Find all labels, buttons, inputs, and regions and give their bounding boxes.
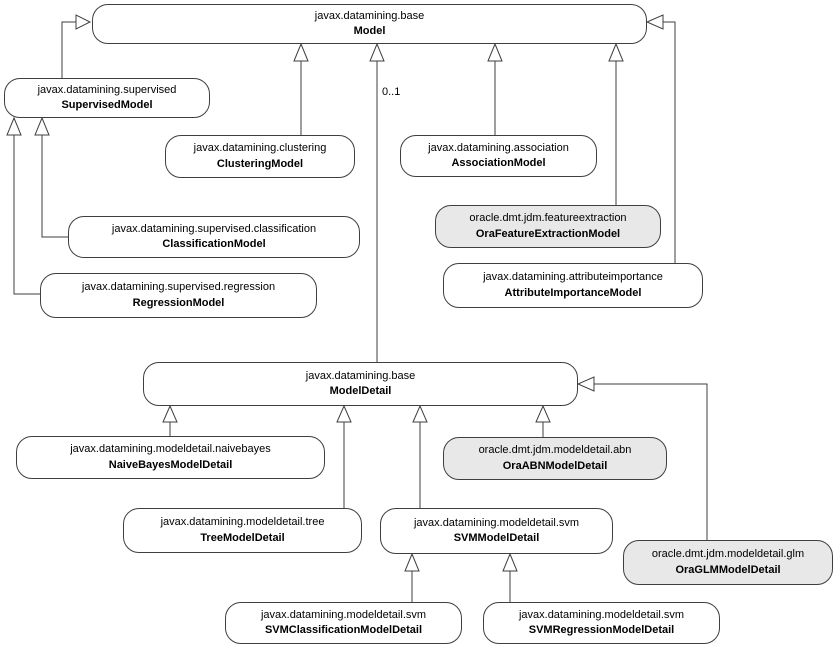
node-svm-classification-model-detail-class: SVMClassificationModelDetail: [264, 624, 423, 636]
edge-svmregressionmodeldetail-to-svmmodeldetail: [502, 552, 518, 602]
edge-svmmodeldetail-to-modeldetail: [412, 404, 428, 508]
node-classification-model: javax.datamining.supervised.classificati…: [68, 216, 360, 258]
node-tree-model-detail-class: TreeModelDetail: [200, 531, 285, 544]
edge-classificationmodel-to-supervisedmodel: [34, 116, 68, 238]
edge-attributeimportancemodel-to-model: [645, 14, 676, 263]
node-svm-classification-model-detail-package: javax.datamining.modeldetail.svm: [260, 608, 427, 621]
node-regression-model-package: javax.datamining.supervised.regression: [81, 281, 276, 294]
node-svm-regression-model-detail-class: SVMRegressionModelDetail: [528, 624, 675, 636]
node-tree-model-detail-package: javax.datamining.modeldetail.tree: [160, 516, 325, 529]
node-ora-abn-model-detail: oracle.dmt.jdm.modeldetail.abn OraABNMod…: [443, 437, 667, 480]
multiplicity-label: 0..1: [381, 86, 402, 98]
node-ora-glm-model-detail: oracle.dmt.jdm.modeldetail.glm OraGLMMod…: [623, 540, 833, 585]
node-model-detail-class: ModelDetail: [329, 385, 392, 397]
edge-oraabnmodeldetail-to-modeldetail: [535, 404, 551, 437]
node-clustering-model: javax.datamining.clustering ClusteringMo…: [165, 135, 355, 178]
node-svm-regression-model-detail: javax.datamining.modeldetail.svm SVMRegr…: [483, 602, 720, 644]
node-tree-model-detail: javax.datamining.modeldetail.tree TreeMo…: [123, 508, 362, 553]
node-clustering-model-class: ClusteringModel: [216, 157, 304, 170]
edge-oraglmmodeldetail-to-modeldetail: [576, 376, 708, 540]
edge-regressionmodel-to-supervisedmodel: [6, 116, 40, 295]
node-association-model: javax.datamining.association Association…: [400, 135, 597, 177]
edge-treemodeldetail-to-modeldetail: [336, 404, 352, 508]
node-naive-bayes-model-detail-package: javax.datamining.modeldetail.naivebayes: [70, 443, 271, 456]
node-ora-feature-extraction-model-class: OraFeatureExtractionModel: [475, 227, 621, 240]
node-regression-model-class: RegressionModel: [132, 296, 225, 309]
node-model-class: Model: [353, 25, 386, 37]
node-ora-glm-model-detail-class: OraGLMModelDetail: [675, 563, 781, 576]
edge-orafeatureextractionmodel-to-model: [608, 42, 624, 205]
node-attribute-importance-model-package: javax.datamining.attributeimportance: [483, 271, 663, 284]
node-ora-feature-extraction-model: oracle.dmt.jdm.featureextraction OraFeat…: [435, 205, 661, 248]
node-clustering-model-package: javax.datamining.clustering: [193, 142, 327, 155]
node-ora-abn-model-detail-package: oracle.dmt.jdm.modeldetail.abn: [478, 444, 632, 457]
node-attribute-importance-model: javax.datamining.attributeimportance Att…: [443, 263, 703, 308]
node-svm-classification-model-detail: javax.datamining.modeldetail.svm SVMClas…: [225, 602, 462, 644]
node-supervised-model: javax.datamining.supervised SupervisedMo…: [4, 78, 210, 118]
edge-naivebayesmodeldetail-to-modeldetail: [162, 404, 178, 436]
node-ora-abn-model-detail-class: OraABNModelDetail: [502, 459, 608, 472]
edge-supervisedmodel-to-model: [61, 14, 92, 78]
node-svm-model-detail-class: SVMModelDetail: [453, 532, 540, 544]
node-attribute-importance-model-class: AttributeImportanceModel: [504, 286, 642, 299]
node-svm-model-detail: javax.datamining.modeldetail.svm SVMMode…: [380, 508, 613, 554]
node-naive-bayes-model-detail: javax.datamining.modeldetail.naivebayes …: [16, 436, 325, 479]
node-model-package: javax.datamining.base: [314, 9, 425, 22]
node-model-detail-package: javax.datamining.base: [305, 369, 416, 382]
node-regression-model: javax.datamining.supervised.regression R…: [40, 273, 317, 318]
node-classification-model-class: ClassificationModel: [162, 238, 266, 250]
node-supervised-model-package: javax.datamining.supervised: [37, 83, 177, 96]
node-supervised-model-class: SupervisedModel: [61, 99, 153, 111]
node-model-detail: javax.datamining.base ModelDetail: [143, 362, 578, 406]
node-svm-regression-model-detail-package: javax.datamining.modeldetail.svm: [518, 608, 685, 621]
node-naive-bayes-model-detail-class: NaiveBayesModelDetail: [108, 458, 233, 471]
node-svm-model-detail-package: javax.datamining.modeldetail.svm: [413, 516, 580, 529]
node-classification-model-package: javax.datamining.supervised.classificati…: [111, 222, 317, 235]
node-model: javax.datamining.base Model: [92, 4, 647, 44]
node-association-model-class: AssociationModel: [451, 157, 546, 169]
edge-modeldetail-to-model: [369, 42, 385, 362]
node-ora-feature-extraction-model-package: oracle.dmt.jdm.featureextraction: [469, 212, 627, 225]
edge-clusteringmodel-to-model: [293, 42, 309, 135]
node-association-model-package: javax.datamining.association: [428, 141, 569, 154]
edge-associationmodel-to-model: [487, 42, 503, 135]
edge-svmclassificationmodeldetail-to-svmmodeldetail: [404, 552, 420, 602]
node-ora-glm-model-detail-package: oracle.dmt.jdm.modeldetail.glm: [651, 548, 805, 561]
